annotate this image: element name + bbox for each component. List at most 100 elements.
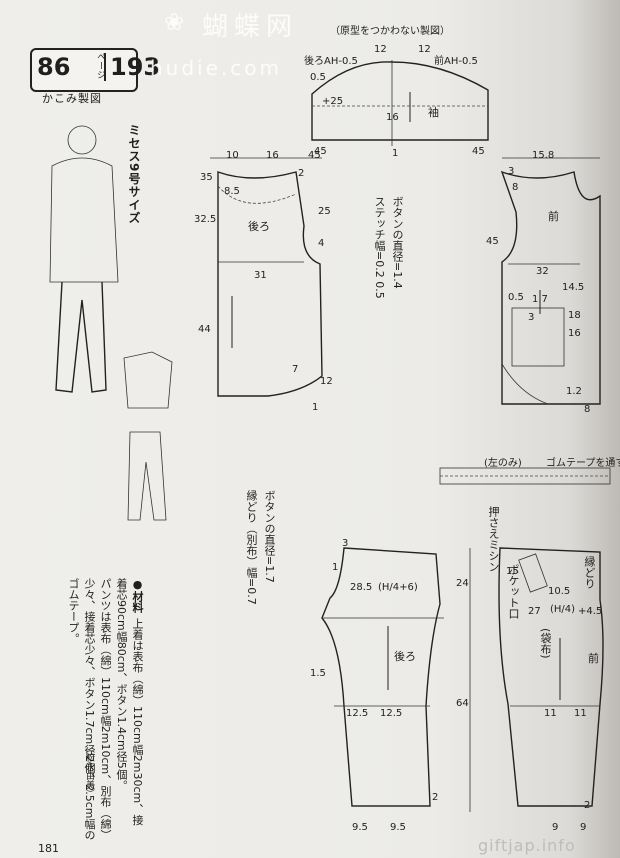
pants-button-note: ボタンの直径=1.7 bbox=[263, 490, 276, 583]
materials-heading: ●材料 bbox=[131, 578, 144, 613]
sleeve-pattern bbox=[311, 60, 489, 146]
back-45: 45 bbox=[308, 150, 321, 161]
header-note: （原型をつかわない製図） bbox=[330, 26, 450, 37]
front-8b: 8 bbox=[584, 404, 591, 415]
pants-back-95b: 9.5 bbox=[390, 822, 406, 833]
sleeve-05: 0.5 bbox=[310, 72, 326, 83]
materials-line2: 着芯90cm幅80cm、ボタン1.4cm径5個。 bbox=[115, 578, 128, 791]
front-145: 14.5 bbox=[562, 282, 585, 293]
pants-front-binding: 縁どり bbox=[583, 556, 596, 589]
pants-front-bag: (袋布) bbox=[539, 628, 552, 659]
back-31: 31 bbox=[254, 270, 267, 281]
pants-back-125a: 12.5 bbox=[346, 708, 369, 719]
credit-watermark: giftjap.info bbox=[478, 836, 576, 855]
materials-line5: ゴムテープ。 bbox=[67, 578, 80, 644]
pants-front-11b: 11 bbox=[574, 708, 587, 719]
sleeve-12a: 12 bbox=[374, 44, 387, 55]
pants-back-15: 1.5 bbox=[310, 668, 326, 679]
pants-front-pattern bbox=[469, 547, 604, 812]
back-2: 2 bbox=[298, 168, 305, 179]
stitch-note: ステッチ幅=0.2 0.5 bbox=[373, 196, 386, 299]
back-label: 後ろ bbox=[248, 220, 270, 233]
sleeve-16: 16 bbox=[386, 112, 399, 123]
pants-back-2: 2 bbox=[432, 792, 439, 803]
pants-back-label: 後ろ bbox=[394, 650, 416, 663]
badge-page-num: 86 bbox=[37, 53, 71, 81]
pants-back-pattern bbox=[321, 547, 444, 807]
pants-front-15: 15 bbox=[506, 566, 519, 577]
pants-front-2: 2 bbox=[584, 800, 591, 811]
sleeve-45a: 45 bbox=[314, 146, 327, 157]
waistband-elastic: ゴムテープを通す bbox=[546, 458, 620, 469]
flat-sketches bbox=[123, 351, 173, 521]
pants-front-45: +4.5 bbox=[578, 606, 603, 617]
front-158: 15.8 bbox=[532, 150, 555, 161]
back-16: 16 bbox=[266, 150, 279, 161]
page-number: 181 bbox=[38, 842, 59, 855]
back-25: 25 bbox=[318, 206, 331, 217]
materials-line4: 少々、接着芯少々、ボタン1.7cm径2個、2.5cm幅の bbox=[83, 578, 96, 841]
badge-item-num: 193 bbox=[104, 53, 160, 81]
pants-back-64: 64 bbox=[456, 698, 469, 709]
badge-unit: ページ bbox=[95, 52, 105, 79]
back-12: 12 bbox=[320, 376, 333, 387]
pants-binding-note: 縁どり（別布）幅=0.7 bbox=[245, 490, 258, 605]
pants-front-9b: 9 bbox=[580, 822, 587, 833]
pants-front-27: 27 bbox=[528, 606, 541, 617]
watermark-cn: 蝴蝶网 bbox=[202, 12, 299, 42]
front-45: 45 bbox=[486, 236, 499, 247]
front-12: 1.2 bbox=[566, 386, 582, 397]
page-number-badge: 86 ページ 193 bbox=[30, 48, 160, 92]
badge-subtitle: かこみ製図 bbox=[42, 92, 102, 105]
pants-back-285: 28.5 bbox=[350, 582, 373, 593]
waistband-left-only: (左のみ) bbox=[484, 458, 522, 469]
back-85: 8.5 bbox=[224, 186, 240, 197]
back-35: 35 bbox=[200, 172, 213, 183]
pants-back-3: 3 bbox=[342, 538, 349, 549]
pants-front-h: (H/4) bbox=[550, 604, 576, 615]
pants-back-h: (H/4+6) bbox=[378, 582, 418, 593]
front-32: 32 bbox=[536, 266, 549, 277]
button-note: ボタンの直径=1.4 bbox=[391, 196, 404, 289]
pants-back-125b: 12.5 bbox=[380, 708, 403, 719]
pants-front-9a: 9 bbox=[552, 822, 559, 833]
materials-line3: パンツは表布（綿）110cm幅2m10cm、別布（綿） bbox=[99, 578, 112, 841]
pants-front-pocket: ポケット口 bbox=[507, 564, 520, 619]
front-16: 16 bbox=[568, 328, 581, 339]
back-44: 44 bbox=[198, 324, 211, 335]
sleeve-label: 袖 bbox=[428, 106, 439, 119]
back-10: 10 bbox=[226, 150, 239, 161]
back-7: 7 bbox=[292, 364, 299, 375]
front-17: 1.7 bbox=[532, 294, 548, 305]
pants-front-105: 10.5 bbox=[548, 586, 571, 597]
pants-back-95a: 9.5 bbox=[352, 822, 368, 833]
pants-back-24: 24 bbox=[456, 578, 469, 589]
back-1: 1 bbox=[312, 402, 319, 413]
back-4: 4 bbox=[318, 238, 325, 249]
front-8a: 8 bbox=[512, 182, 519, 193]
front-18: 18 bbox=[568, 310, 581, 321]
sleeve-1: 1 bbox=[392, 148, 399, 159]
watermark-en: hudie.com bbox=[150, 56, 282, 80]
front-3a: 3 bbox=[508, 166, 515, 177]
pants-front-press: 押さえミシン bbox=[487, 506, 500, 572]
materials-line1: 上着は表布（綿）110cm幅2m30cm、接 bbox=[131, 618, 144, 826]
front-3b: 3 bbox=[528, 312, 535, 323]
pants-front-label: 前 bbox=[588, 652, 599, 665]
sleeve-front-ah: 前AH-0.5 bbox=[434, 56, 478, 67]
back-325: 32.5 bbox=[194, 214, 217, 225]
front-bodice-pattern bbox=[500, 157, 601, 405]
front-05: 0.5 bbox=[508, 292, 524, 303]
materials-author: （松永由美） bbox=[84, 744, 94, 798]
front-label: 前 bbox=[548, 210, 559, 223]
sleeve-25: +25 bbox=[322, 96, 344, 107]
sleeve-45b: 45 bbox=[472, 146, 485, 157]
model-illustration bbox=[49, 125, 119, 393]
pants-front-11a: 11 bbox=[544, 708, 557, 719]
size-label: ミセス9号サイズ bbox=[127, 124, 141, 225]
back-bodice-pattern bbox=[210, 157, 323, 397]
flower-icon: ❀ bbox=[164, 8, 185, 36]
sleeve-12b: 12 bbox=[418, 44, 431, 55]
